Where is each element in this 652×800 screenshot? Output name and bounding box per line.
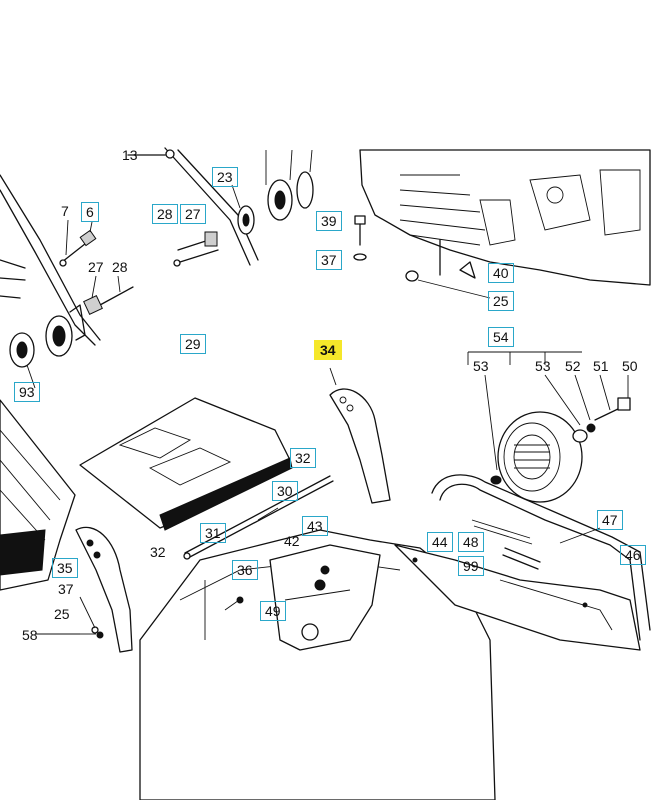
label-52: 52 [565,358,581,374]
bolt-39 [353,215,367,261]
small-parts-bottom [35,596,244,639]
label-28-left: 28 [112,259,128,275]
axle-rod [183,475,334,560]
deck-right [394,544,641,651]
grass-bag [0,399,76,591]
label-27-left: 27 [88,259,104,275]
spring-48 [471,519,541,570]
engine [359,149,651,299]
label-40: 40 [488,263,514,283]
label-25-bottom: 25 [54,606,70,622]
label-27: 27 [180,204,206,224]
knob-bolt [59,219,97,267]
mower-deck [139,529,496,800]
label-29: 29 [180,334,206,354]
label-25-top: 25 [488,291,514,311]
label-43: 43 [302,516,328,536]
label-44: 44 [427,532,453,552]
label-46: 46 [620,545,646,565]
handle-left [0,174,101,346]
label-37-top: 37 [316,250,342,270]
side-bracket-34 [329,367,391,504]
label-48: 48 [458,532,484,552]
label-28: 28 [152,204,178,224]
label-58: 58 [22,627,38,643]
label-34-highlighted: 34 [314,340,342,360]
rear-wheel [467,351,631,503]
label-53-a: 53 [473,358,489,374]
label-54: 54 [488,327,514,347]
label-35: 35 [52,558,78,578]
label-37-bottom: 37 [58,581,74,597]
label-31: 31 [200,523,226,543]
rear-flap [79,397,293,531]
label-7: 7 [61,203,69,219]
label-32-top: 32 [290,448,316,468]
label-30: 30 [272,481,298,501]
label-47: 47 [597,510,623,530]
label-53-b: 53 [535,358,551,374]
label-49: 49 [260,601,286,621]
lever-frame [431,474,651,641]
label-39: 39 [316,211,342,231]
label-93: 93 [14,382,40,402]
label-51: 51 [593,358,609,374]
label-32-bottom: 32 [150,544,166,560]
label-50: 50 [622,358,638,374]
side-bracket-35 [75,526,133,653]
label-42: 42 [284,533,300,549]
label-99: 99 [458,556,484,576]
bolt-28-left [83,275,134,315]
label-13: 13 [122,147,138,163]
label-36: 36 [232,560,258,580]
label-23: 23 [212,167,238,187]
gear-left-1 [9,304,86,389]
label-6: 6 [81,202,99,222]
handle-center [127,147,314,267]
